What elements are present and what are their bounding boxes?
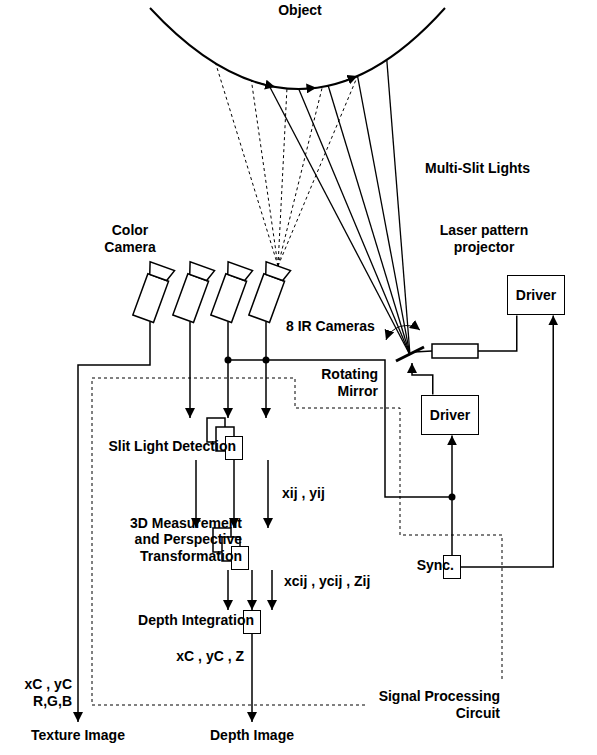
box-label: Depth Integration — [126, 612, 254, 629]
camera-label: 8 IR Cameras — [286, 318, 375, 335]
slit-light-beam — [387, 60, 410, 355]
process-box: 3D Measurement and Perspective Transform… — [231, 546, 249, 570]
projector-drive-wire — [478, 315, 517, 351]
camera-view-ray — [278, 88, 287, 266]
mirror-label: Rotating Mirror — [306, 366, 378, 400]
slit-light-beam — [299, 89, 410, 355]
projector-label: Laser pattern projector — [419, 222, 549, 256]
laser-beam — [414, 351, 432, 352]
junction-dot — [449, 494, 456, 501]
process-box: Slit Light Detection — [225, 436, 243, 460]
object-surface — [150, 8, 445, 89]
rotation-arrow — [386, 326, 420, 340]
depth-output — [251, 634, 253, 722]
box-label: Driver — [430, 407, 470, 424]
camera-output — [189, 322, 191, 418]
process-box: Driver — [507, 275, 565, 316]
signal-arrow — [251, 570, 253, 610]
slit-light-beam — [328, 86, 410, 355]
slit-light-beam — [269, 86, 410, 355]
mirror-drive-wire — [412, 363, 433, 395]
region-title: Signal Processing Circuit — [372, 688, 500, 722]
camera-output — [227, 322, 229, 418]
camera-view-ray — [278, 76, 358, 266]
camera-view-ray — [251, 81, 278, 266]
slit-on-object — [257, 83, 275, 87]
output-signal: xC , yC R,G,B — [12, 676, 72, 710]
camera-view-ray — [216, 64, 278, 266]
signal-label: xcij , ycij , Zij — [282, 573, 372, 590]
camera-sync-wire — [228, 360, 452, 497]
beam-label: Multi-Slit Lights — [425, 160, 530, 177]
rotating-mirror — [396, 347, 424, 361]
process-box: Depth Integration — [243, 610, 261, 634]
process-box: Driver — [421, 395, 479, 436]
signal-label: xij , yij — [280, 485, 327, 502]
camera-output — [265, 322, 267, 418]
parallel-arrow — [271, 570, 273, 610]
camera-label: Color Camera — [100, 222, 160, 256]
object-label: Object — [278, 2, 322, 19]
output-label: Texture Image — [31, 727, 125, 744]
box-label: 3D Measurement and Perspective Transform… — [114, 515, 242, 565]
slit-on-object — [299, 88, 317, 89]
process-box: Sync. — [443, 555, 461, 579]
output-signal: xC , yC , Z — [176, 648, 244, 665]
camera-symbol — [131, 262, 175, 324]
junction-dot — [225, 357, 232, 364]
output-label: Depth Image — [210, 727, 294, 744]
dashed-boundary — [92, 378, 502, 705]
laser-projector — [432, 344, 478, 358]
box-label: Driver — [516, 287, 556, 304]
box-label: Sync. — [354, 557, 454, 574]
slit-light-beam — [358, 76, 410, 355]
slit-on-object — [340, 76, 358, 83]
camera-symbol — [171, 262, 215, 324]
camera-symbol — [247, 262, 291, 324]
box-label: Slit Light Detection — [108, 438, 236, 455]
signal-arrow — [461, 315, 553, 567]
camera-symbol — [209, 262, 253, 324]
junction-dot — [263, 357, 270, 364]
parallel-arrow — [267, 460, 269, 528]
parallel-arrow — [227, 570, 229, 610]
